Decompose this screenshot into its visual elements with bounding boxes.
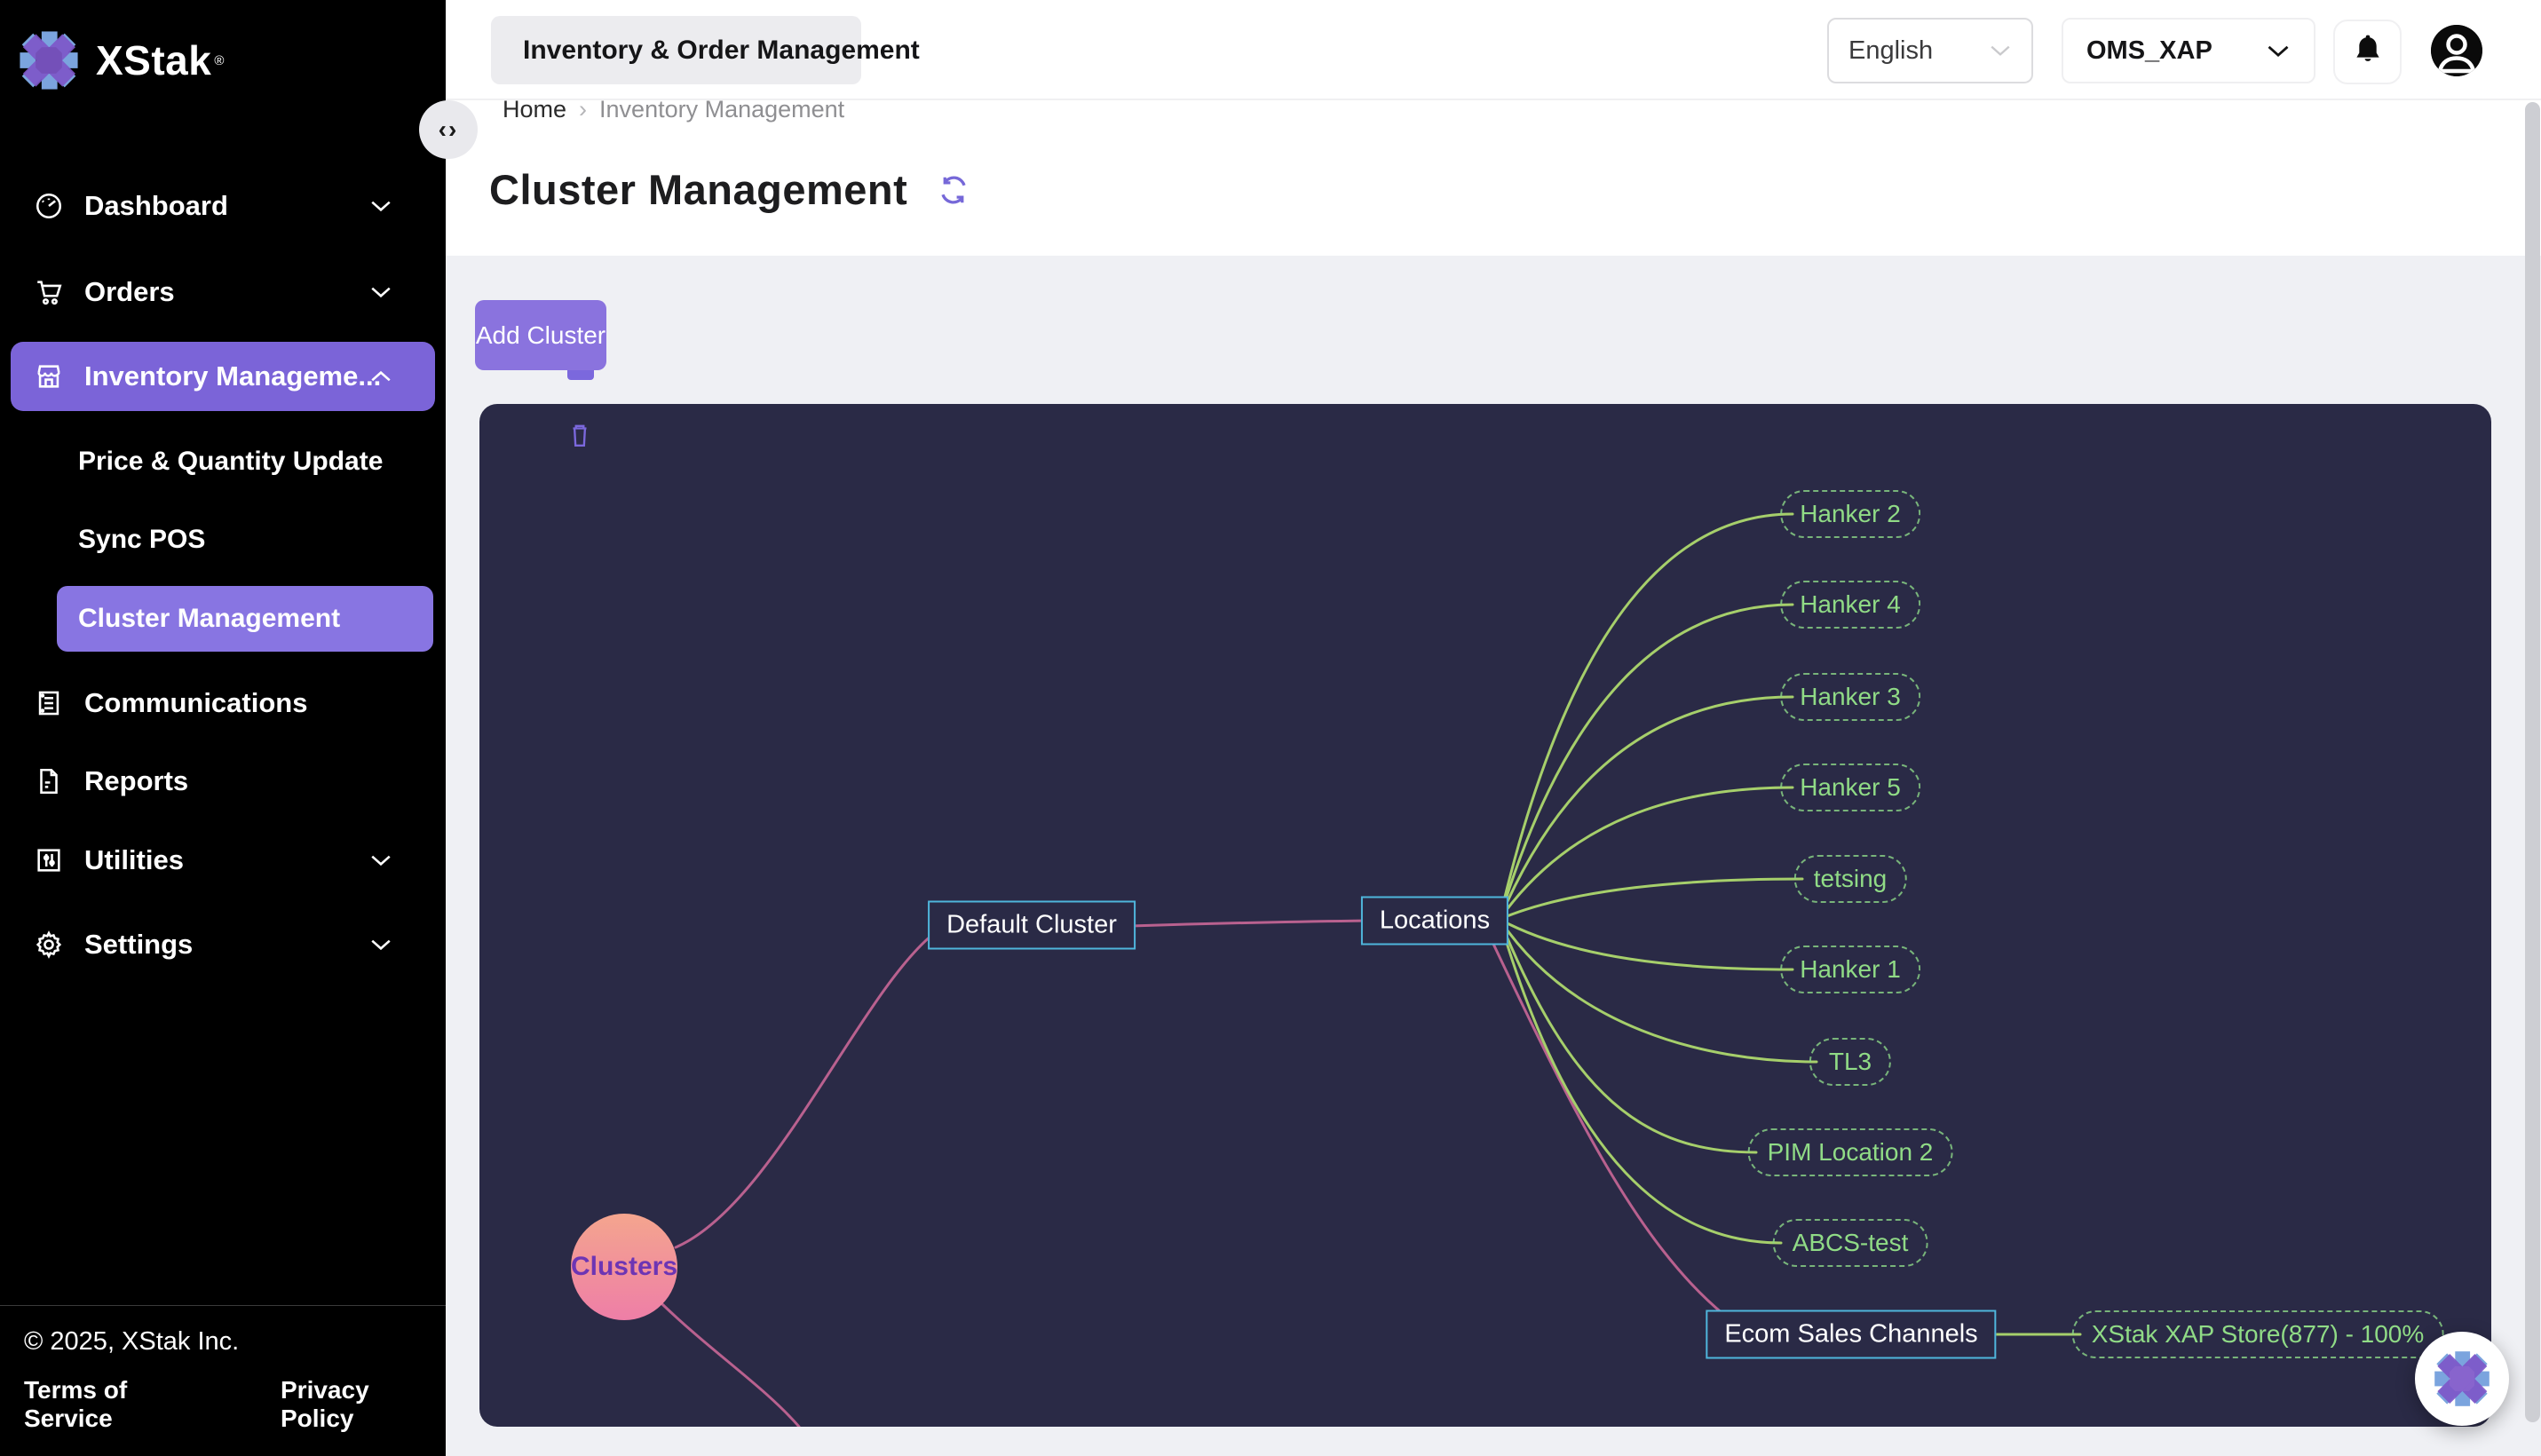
- sidebar-item-dashboard[interactable]: Dashboard: [0, 171, 446, 241]
- mindmap-leaf-sales-channel[interactable]: XStak XAP Store(877) - 100%: [2071, 1310, 2444, 1358]
- store-icon: [34, 361, 64, 392]
- mindmap-leaf-location[interactable]: Hanker 1: [1780, 946, 1920, 993]
- mindmap-leaf-location[interactable]: Hanker 2: [1780, 490, 1920, 538]
- sidebar-item-label: Communications: [84, 687, 308, 718]
- sidebar-item-price-quantity-update[interactable]: Price & Quantity Update: [0, 429, 446, 495]
- mindmap-leaf-location[interactable]: TL3: [1809, 1038, 1892, 1086]
- chevron-down-icon: [371, 855, 391, 866]
- mindmap-leaf-location[interactable]: Hanker 4: [1780, 581, 1920, 629]
- mindmap-leaf-location[interactable]: Hanker 5: [1780, 764, 1920, 811]
- mindmap-node-default-cluster[interactable]: Default Cluster: [928, 900, 1136, 950]
- person-icon: [2431, 25, 2482, 76]
- vertical-scrollbar[interactable]: [2525, 102, 2540, 1422]
- workspace-value: OMS_XAP: [2086, 36, 2212, 65]
- header: Inventory & Order Management English OMS…: [446, 0, 2541, 256]
- sidebar-item-cluster-management[interactable]: Cluster Management: [57, 586, 433, 652]
- xstak-logo-icon: [20, 31, 78, 90]
- language-select[interactable]: English: [1827, 18, 2033, 83]
- mindmap-leaf-location[interactable]: tetsing: [1793, 855, 1907, 903]
- sidebar-subitem-label: Sync POS: [78, 525, 206, 554]
- mindmap-node-locations[interactable]: Locations: [1360, 896, 1509, 946]
- sidebar-item-sync-pos[interactable]: Sync POS: [0, 507, 446, 573]
- gauge-icon: [34, 191, 64, 221]
- mindmap-node-ecom-sales-channels[interactable]: Ecom Sales Channels: [1706, 1310, 1997, 1359]
- sidebar-collapse-button[interactable]: ‹›: [419, 100, 478, 159]
- rows-icon: [34, 688, 64, 718]
- mindmap-root-node[interactable]: Clusters: [571, 1214, 677, 1320]
- xstak-logo-icon: [2434, 1351, 2490, 1406]
- brand-logo: XStak®: [16, 25, 224, 96]
- sidebar-item-label: Reports: [84, 765, 189, 796]
- chevron-down-icon: [371, 287, 391, 298]
- breadcrumb-home[interactable]: Home: [503, 96, 567, 123]
- terms-of-service-link[interactable]: Terms of Service: [24, 1376, 128, 1432]
- mindmap-leaf-location[interactable]: PIM Location 2: [1747, 1128, 1953, 1176]
- app-switcher[interactable]: Inventory & Order Management: [491, 16, 920, 84]
- chevron-down-icon: [1991, 45, 2010, 56]
- chevron-up-icon: [371, 370, 391, 382]
- breadcrumb-separator: ›: [579, 96, 588, 123]
- sidebar: XStak® Dashboard Orders Inventory Manage…: [0, 0, 446, 1456]
- sidebar-item-orders[interactable]: Orders: [0, 257, 446, 327]
- app-switcher-label: Inventory & Order Management: [523, 35, 920, 65]
- workspace-select[interactable]: OMS_XAP: [2062, 18, 2315, 83]
- sidebar-item-reports[interactable]: Reports: [0, 747, 446, 816]
- brand-name: XStak: [96, 37, 212, 83]
- sidebar-item-settings[interactable]: Settings: [0, 910, 446, 979]
- chevron-down-icon: [371, 201, 391, 212]
- floating-brand-button[interactable]: [2415, 1332, 2509, 1426]
- sidebar-subitem-label: Cluster Management: [78, 604, 341, 633]
- sidebar-item-label: Settings: [84, 929, 194, 960]
- mindmap-leaf-location[interactable]: ABCS-test: [1772, 1219, 1928, 1267]
- gear-icon: [34, 930, 64, 960]
- language-value: English: [1848, 36, 1934, 65]
- privacy-policy-link[interactable]: Privacy Policy: [281, 1376, 369, 1432]
- cart-icon: [34, 277, 64, 307]
- page-title: Cluster Management: [489, 166, 908, 213]
- chevron-down-icon: [2268, 45, 2289, 57]
- refresh-icon[interactable]: [938, 174, 970, 206]
- sidebar-item-label: Orders: [84, 276, 175, 307]
- mindmap-leaf-location[interactable]: Hanker 3: [1780, 673, 1920, 721]
- sidebar-item-inventory-management[interactable]: Inventory Manageme...: [11, 342, 435, 411]
- add-cluster-button[interactable]: Add Cluster: [475, 300, 606, 370]
- breadcrumb: Home › Inventory Management: [503, 96, 844, 123]
- document-icon: [34, 766, 64, 796]
- cluster-canvas[interactable]: Clusters Default Cluster Locations Ecom …: [479, 404, 2491, 1427]
- sidebar-footer: © 2025, XStak Inc. Terms of Service Priv…: [0, 1305, 446, 1456]
- breadcrumb-current: Inventory Management: [599, 96, 845, 123]
- sidebar-item-label: Utilities: [84, 844, 184, 875]
- copyright-text: © 2025, XStak Inc.: [24, 1327, 240, 1356]
- user-avatar[interactable]: [2431, 25, 2482, 76]
- sidebar-item-utilities[interactable]: Utilities: [0, 826, 446, 895]
- sidebar-item-communications[interactable]: Communications: [0, 669, 446, 738]
- sidebar-item-label: Dashboard: [84, 190, 228, 221]
- trash-icon[interactable]: [568, 422, 591, 448]
- sidebar-subitem-label: Price & Quantity Update: [78, 447, 384, 476]
- main-area: Inventory & Order Management English OMS…: [446, 0, 2541, 1456]
- sidebar-item-label: Inventory Manageme...: [84, 360, 382, 392]
- sliders-icon: [34, 845, 64, 875]
- brand-trademark: ®: [214, 52, 225, 68]
- mindmap-edges: [661, 512, 2082, 1427]
- chevron-down-icon: [371, 939, 391, 951]
- notifications-button[interactable]: [2333, 20, 2402, 84]
- bell-icon: [2355, 35, 2379, 61]
